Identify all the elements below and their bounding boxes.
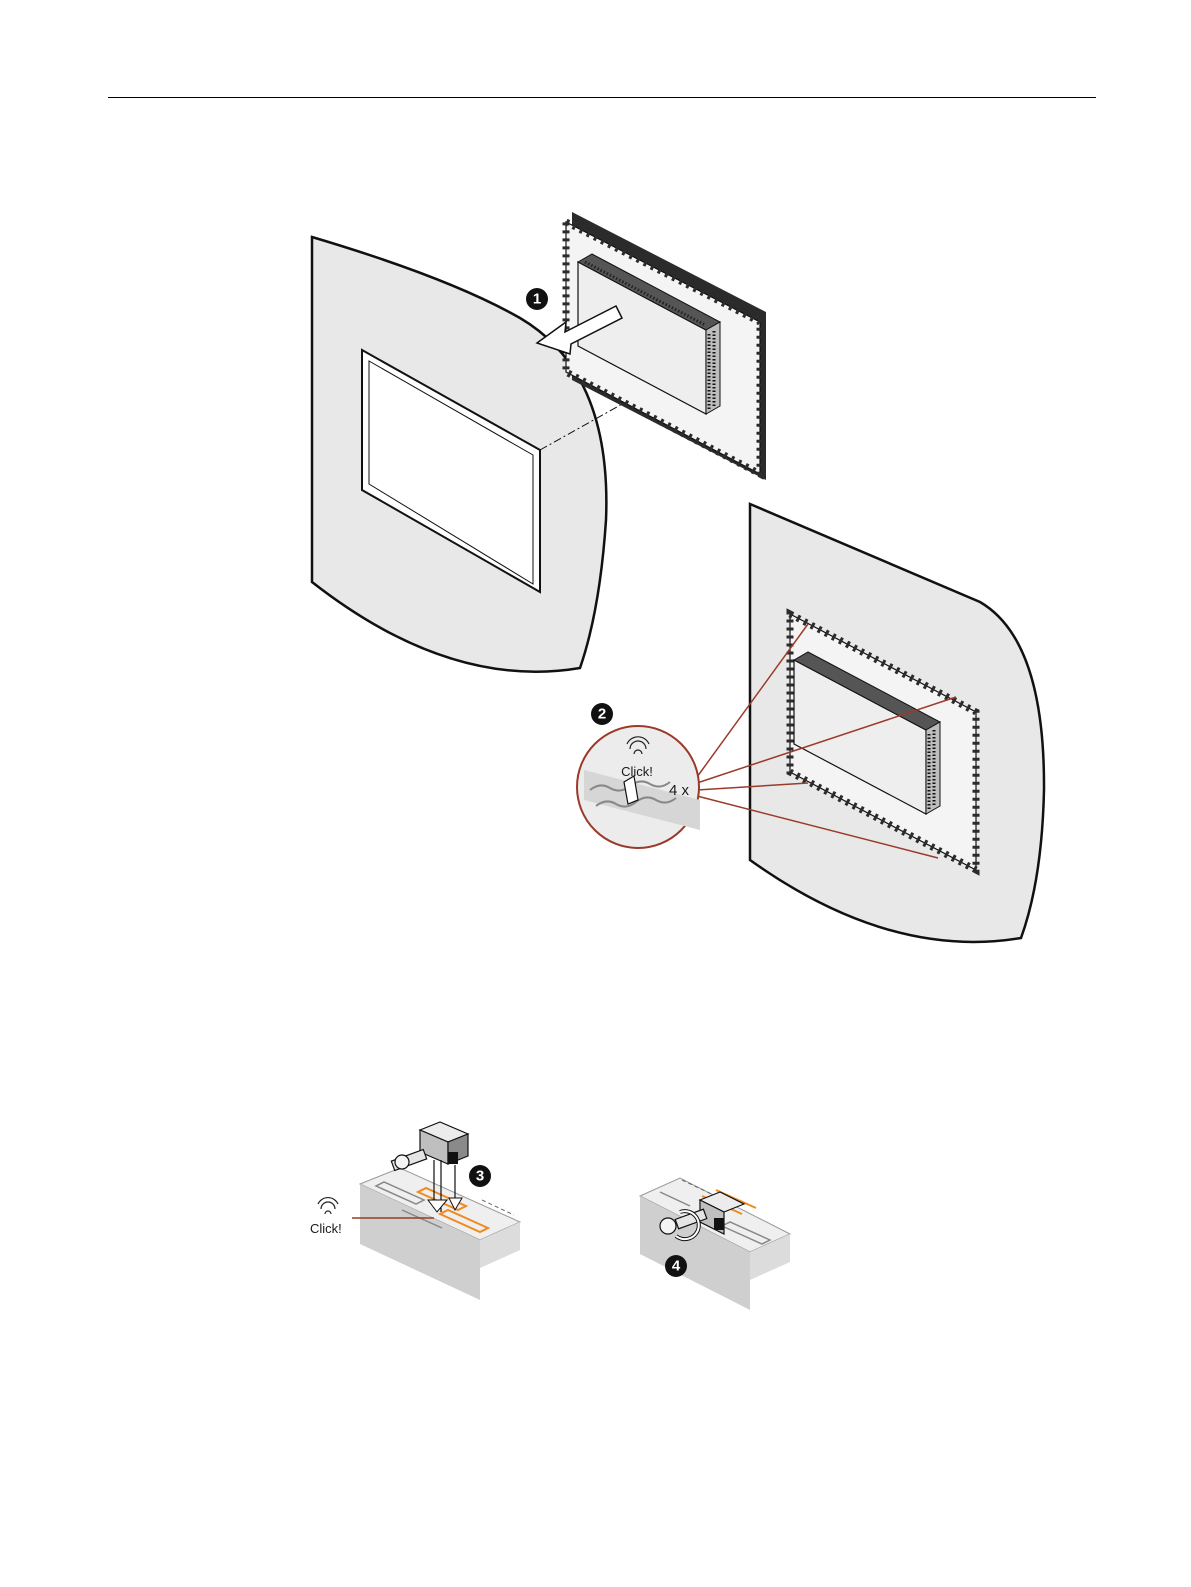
- step-4-number: 4: [672, 1258, 681, 1275]
- step-3-marker: 3: [469, 1165, 491, 1187]
- step-4-marker: 4: [665, 1255, 687, 1277]
- click-label-bottom: Click!: [310, 1221, 342, 1236]
- step-2-marker: 2: [591, 703, 613, 725]
- screw-tightening-illustration: [640, 1178, 790, 1310]
- step-1-number: 1: [533, 291, 541, 308]
- wall-panel-with-cutout: [312, 237, 606, 672]
- wall-panel-mounted: [750, 504, 1044, 942]
- click-label-top: Click!: [621, 764, 653, 779]
- step-2-number: 2: [598, 706, 606, 723]
- count-label: 4 x: [669, 782, 690, 799]
- step-3-number: 3: [476, 1168, 484, 1185]
- step-1-marker: 1: [526, 288, 548, 310]
- clip-insertion-illustration: [318, 1122, 520, 1300]
